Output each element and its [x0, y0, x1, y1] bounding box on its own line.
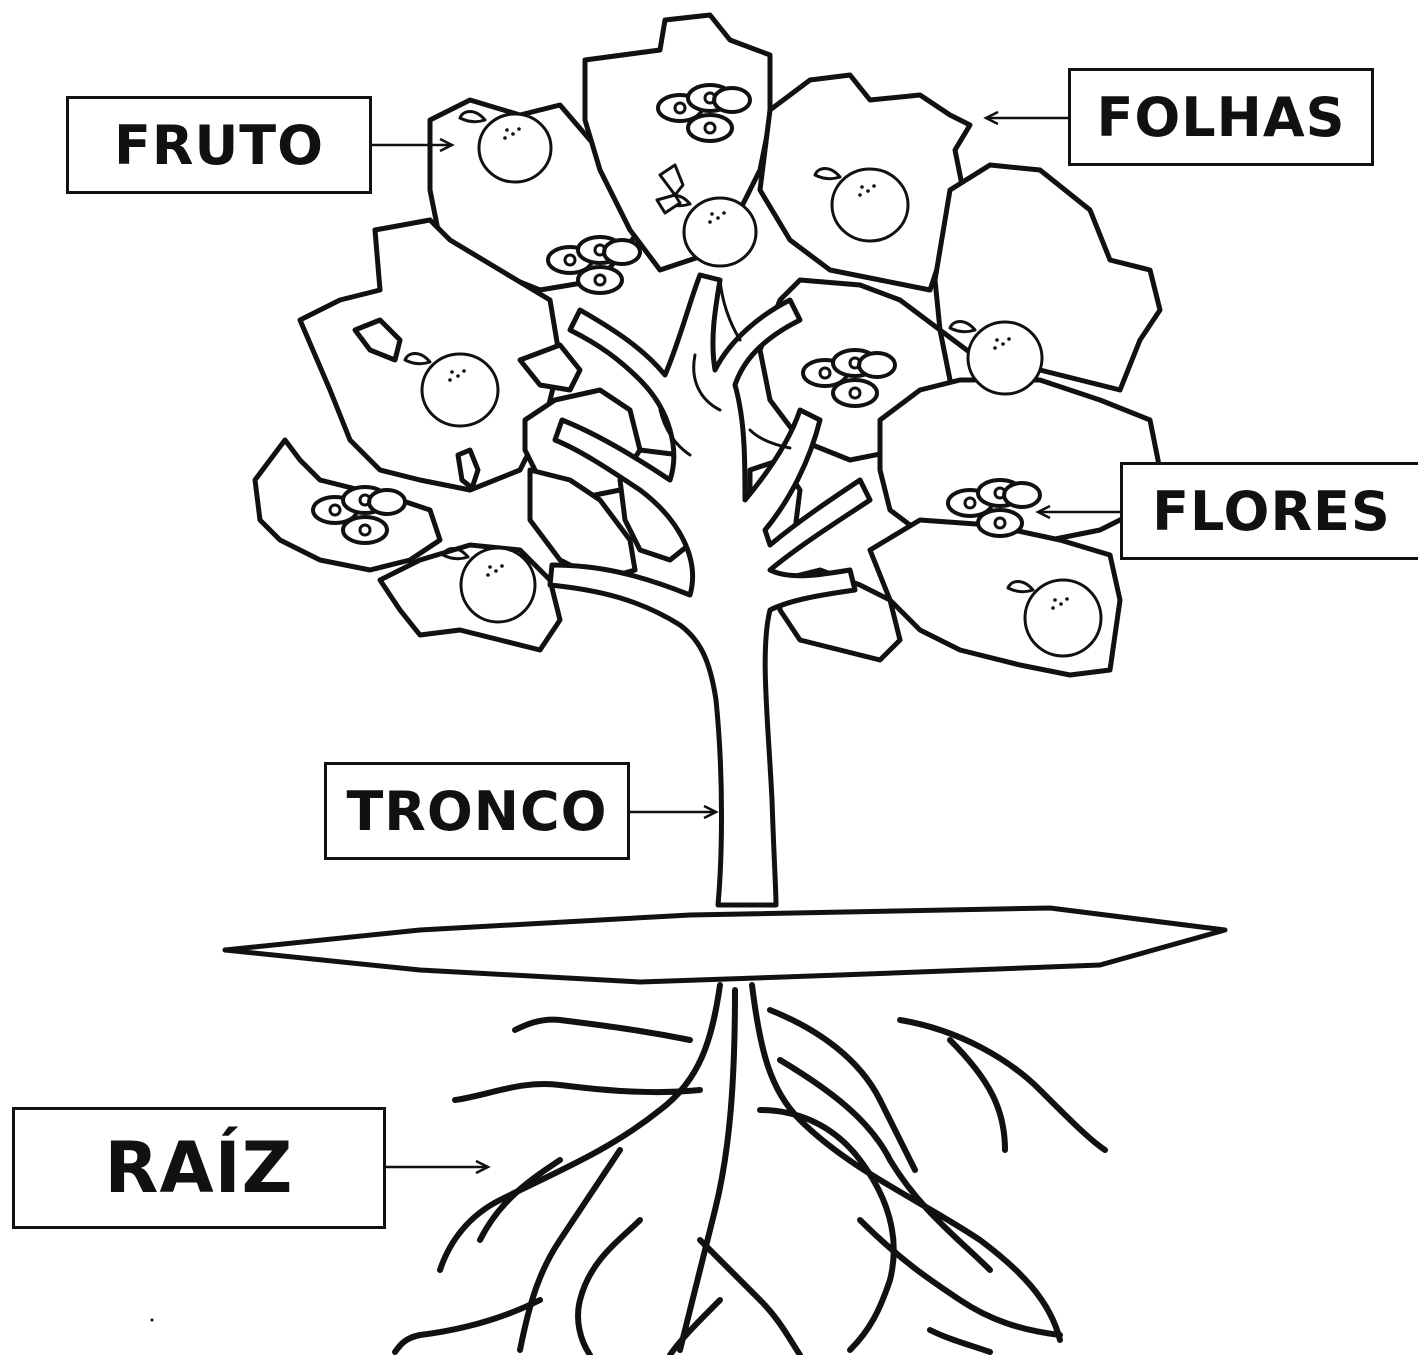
label-tronco-text: TRONCO	[346, 779, 608, 843]
flower-cluster	[946, 478, 1042, 538]
trunk	[547, 272, 873, 908]
folhas-arrow	[983, 110, 1078, 126]
fruit	[1006, 578, 1103, 658]
label-fruto-text: FRUTO	[113, 113, 325, 177]
fruit	[663, 194, 758, 268]
label-folhas-text: FOLHAS	[1096, 85, 1346, 149]
label-flores: FLORES	[1120, 462, 1418, 560]
fruit	[813, 167, 910, 243]
fruto-arrow	[362, 137, 455, 153]
pointer-arrows	[362, 110, 1132, 1175]
stray-dot	[150, 1318, 154, 1322]
fruit	[948, 320, 1044, 396]
label-raiz: RAÍZ	[12, 1107, 386, 1229]
label-raiz-text: RAÍZ	[104, 1127, 294, 1209]
raiz-arrow	[374, 1159, 491, 1175]
fruits	[403, 110, 1103, 658]
flower-cluster	[311, 485, 407, 545]
label-flores-text: FLORES	[1152, 479, 1391, 543]
tronco-arrow	[622, 804, 719, 820]
flower-cluster	[656, 83, 752, 143]
label-fruto: FRUTO	[66, 96, 372, 194]
fruit	[441, 546, 537, 624]
roots	[392, 982, 1108, 1355]
butterfly-icon	[655, 163, 685, 215]
flores-arrow	[1035, 504, 1132, 520]
fruit	[403, 352, 500, 428]
fruit	[458, 110, 553, 184]
flower-cluster	[546, 235, 642, 295]
flowers	[311, 83, 1042, 545]
label-folhas: FOLHAS	[1068, 68, 1374, 166]
flower-cluster	[801, 348, 897, 408]
ground	[222, 905, 1228, 985]
label-tronco: TRONCO	[324, 762, 630, 860]
